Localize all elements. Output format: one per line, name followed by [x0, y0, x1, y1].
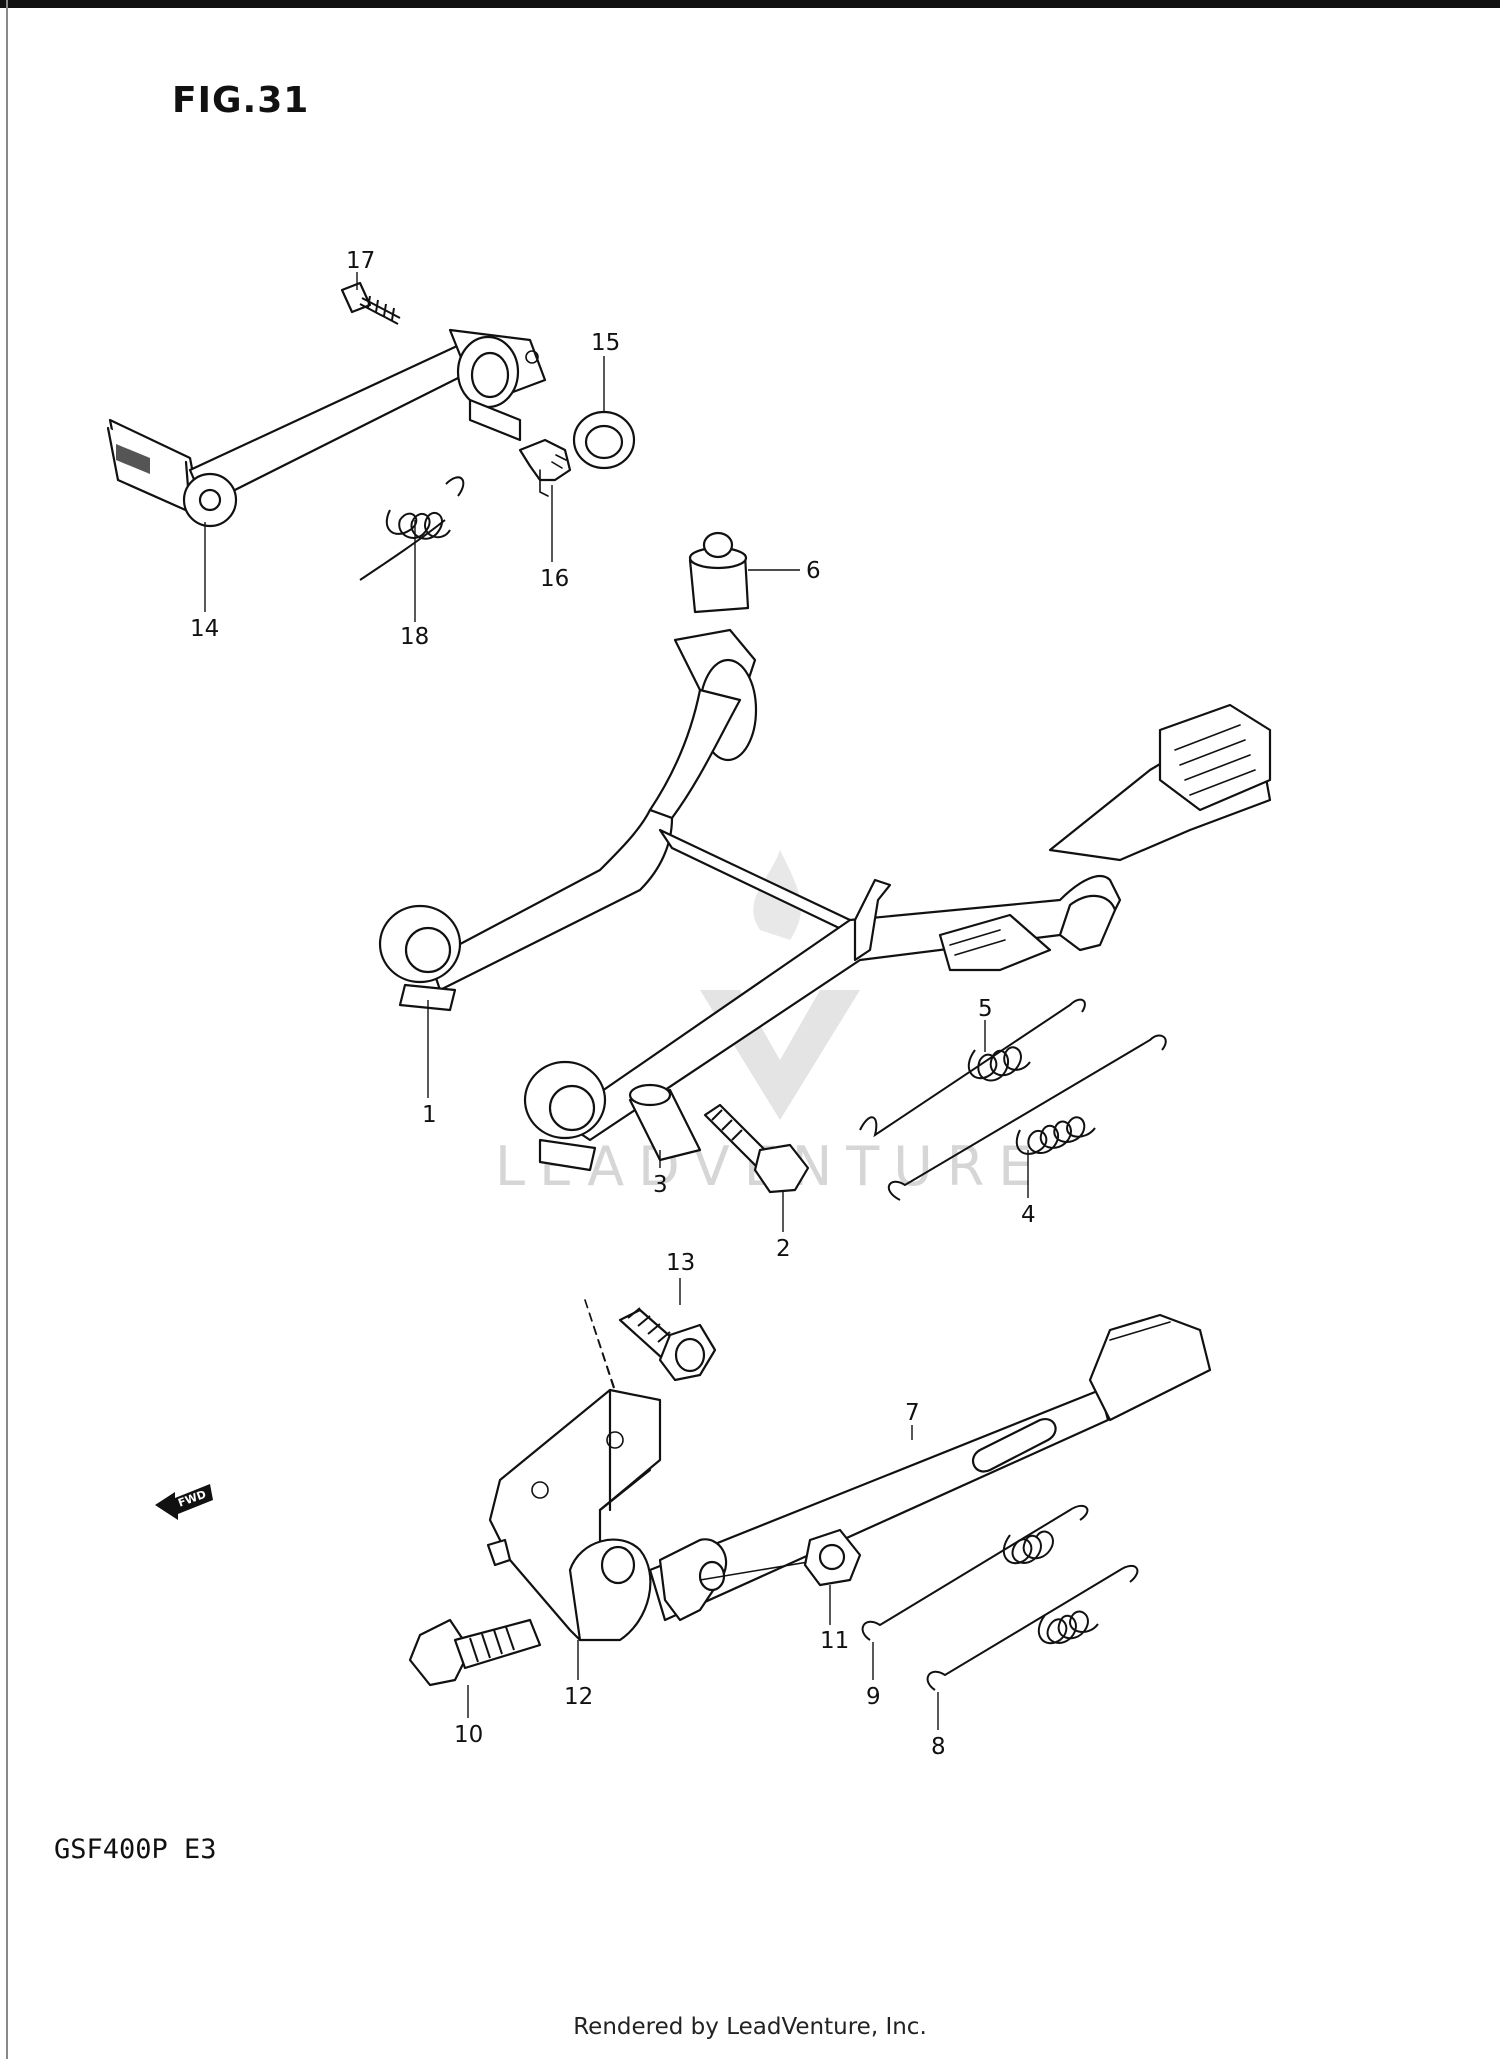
left-border [6, 0, 8, 2059]
part-17-bolt[interactable] [340, 281, 401, 325]
callout-10: 10 [454, 1722, 483, 1748]
part-15-washer[interactable] [572, 410, 636, 470]
part-8-spring[interactable] [926, 1564, 1139, 1691]
callout-13: 13 [666, 1250, 695, 1276]
part-9-spring[interactable] [861, 1504, 1089, 1641]
render-credit-footer: Rendered by LeadVenture, Inc. [573, 2014, 927, 2040]
part-2-bolt[interactable] [703, 1103, 810, 1194]
part-11-nut[interactable] [803, 1528, 862, 1587]
callout-17: 17 [346, 248, 375, 274]
callout-18: 18 [400, 624, 429, 650]
part-6-stopper-rubber[interactable] [688, 531, 750, 614]
part-18-spring[interactable] [359, 476, 465, 581]
callout-5: 5 [978, 996, 993, 1022]
callout-1: 1 [422, 1102, 437, 1128]
part-14-brake-pedal[interactable] [106, 328, 547, 528]
leader-lines [204, 272, 1029, 1730]
forward-direction-arrow: FWD [155, 1484, 213, 1520]
callout-16: 16 [540, 566, 569, 592]
callout-numbers: 17 15 14 18 16 6 1 3 2 5 4 13 7 11 9 8 1… [190, 248, 1036, 1760]
part-16-clip[interactable] [518, 438, 572, 497]
part-10-bolt[interactable] [408, 1618, 542, 1687]
callout-4: 4 [1021, 1202, 1036, 1228]
callout-6: 6 [806, 558, 821, 584]
callout-9: 9 [866, 1684, 881, 1710]
part-5-spring[interactable] [859, 998, 1086, 1138]
part-12-bracket[interactable] [486, 1388, 662, 1642]
callout-7: 7 [905, 1400, 920, 1426]
part-13-bolt[interactable] [618, 1307, 717, 1382]
figure-title: FIG.31 [172, 80, 310, 121]
part-4-spring[interactable] [887, 1034, 1167, 1201]
callout-15: 15 [591, 330, 620, 356]
callout-12: 12 [564, 1684, 593, 1710]
callout-11: 11 [820, 1628, 849, 1654]
callout-2: 2 [776, 1236, 791, 1262]
callout-14: 14 [190, 616, 219, 642]
callout-3: 3 [653, 1172, 668, 1198]
part-1-center-stand[interactable] [378, 628, 1272, 1172]
part-7-side-stand[interactable] [648, 1313, 1212, 1622]
top-border [0, 0, 1500, 8]
model-code-label: GSF400P E3 [54, 1834, 217, 1865]
callout-8: 8 [931, 1734, 946, 1760]
part-3-collar[interactable] [628, 1083, 702, 1162]
